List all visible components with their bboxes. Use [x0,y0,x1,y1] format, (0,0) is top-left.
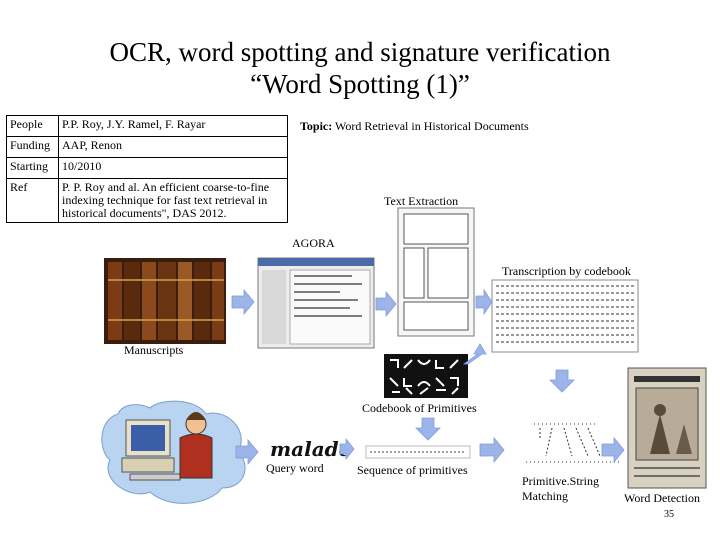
table-row: People P.P. Roy, J.Y. Ramel, F. Rayar [6,115,288,137]
manuscripts-image [104,258,226,344]
arrow-right-icon [339,437,355,461]
title-line-1: OCR, word spotting and signature verific… [109,37,611,67]
topic-line: Topic: Word Retrieval in Historical Docu… [300,119,529,134]
matching-label-1: Primitive.String [522,474,600,488]
arrow-right-icon [475,288,493,316]
codebook-image [384,354,468,398]
sequence-image [365,445,471,459]
codebook-label: Codebook of Primitives [362,401,477,415]
row-key: People [6,115,59,137]
arrow-down-icon [415,417,441,441]
query-word-label: Query word [266,461,324,475]
computer-user-clipart [101,400,246,504]
agora-screenshot [257,257,375,349]
topic-label: Topic: [300,119,333,133]
sequence-label: Sequence of primitives [357,463,468,477]
manuscripts-label: Manuscripts [124,343,184,357]
table-row: Ref P. P. Roy and al. An efficient coars… [6,178,288,223]
transcription-image [491,279,639,353]
word-detection-image [627,367,707,489]
row-key: Starting [6,157,59,179]
text-extraction-image [397,207,475,337]
arrow-right-icon [235,438,259,466]
row-value: P.P. Roy, J.Y. Ramel, F. Rayar [58,115,288,137]
arrow-right-icon [601,436,625,464]
text-extraction-label: Text Extraction [384,194,459,208]
word-detection-label: Word Detection [624,491,701,505]
query-word-image-text: malade [270,437,351,461]
arrow-down-icon [549,369,575,393]
table-row: Funding AAP, Renon [6,136,288,158]
flow-arrows [231,288,625,466]
row-value: AAP, Renon [58,136,288,158]
agora-label: AGORA [292,236,335,250]
matching-label-2: Matching [522,489,568,503]
page-number: 35 [664,509,674,520]
matching-diagram [526,423,620,463]
row-key: Ref [6,178,59,223]
arrow-right-icon [375,290,397,318]
arrow-right-icon [231,288,255,316]
arrow-diagonal-icon [462,343,487,365]
project-info-table: People P.P. Roy, J.Y. Ramel, F. Rayar Fu… [6,115,288,223]
query-word-image: malade [268,436,351,461]
transcription-label: Transcription by codebook [502,264,631,278]
title-line-2: “Word Spotting (1)” [250,69,470,99]
topic-text: Word Retrieval in Historical Documents [335,119,529,133]
slide-title: OCR, word spotting and signature verific… [0,36,720,100]
arrow-right-icon [479,436,505,464]
row-value: P. P. Roy and al. An efficient coarse-to… [58,178,288,223]
